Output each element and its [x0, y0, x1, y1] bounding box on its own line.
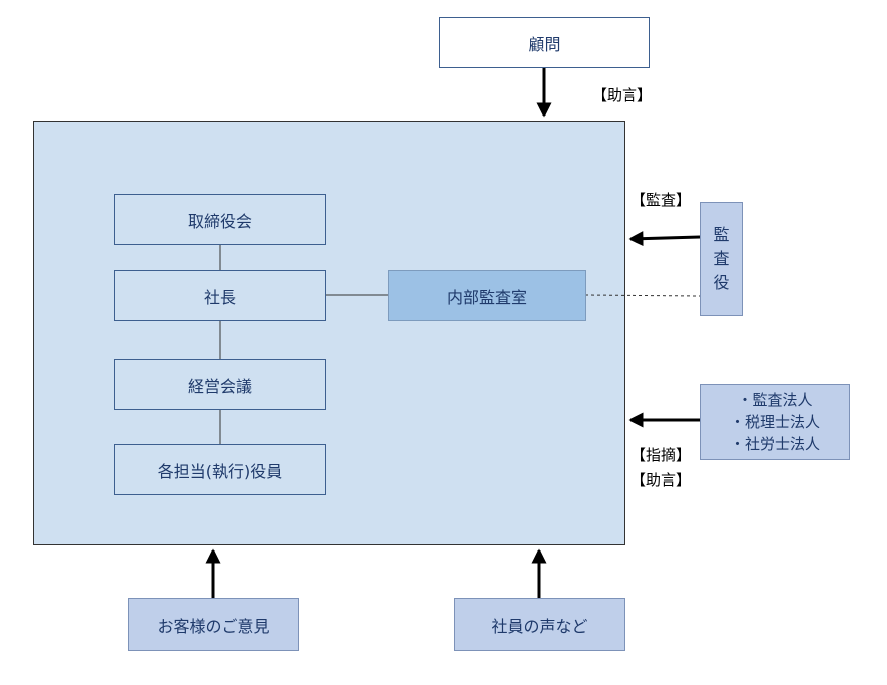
- auditor-char-3: 役: [713, 273, 730, 292]
- employee-voices-label: 社員の声など: [491, 616, 588, 636]
- internal-audit-label: 内部監査室: [446, 287, 527, 307]
- advisor-box: 顧問: [439, 17, 650, 68]
- external-item-2: ・税理士法人: [729, 413, 820, 431]
- board-box: 取締役会: [114, 194, 326, 245]
- officers-box: 各担当(執行)役員: [114, 444, 326, 495]
- employee-voices-box: 社員の声など: [454, 598, 625, 651]
- external-item-3: ・社労士法人: [729, 435, 820, 453]
- president-label: 社長: [203, 287, 236, 307]
- customer-opinions-box: お客様のご意見: [128, 598, 299, 651]
- audit-label: 【監査】: [631, 191, 692, 209]
- internal-audit-box: 内部監査室: [388, 270, 586, 321]
- arrow-auditor: [628, 231, 701, 247]
- advice-label-bottom: 【助言】: [631, 471, 692, 489]
- board-label: 取締役会: [187, 211, 252, 231]
- auditor-char-1: 監: [713, 225, 730, 244]
- customer-opinions-label: お客様のご意見: [157, 616, 270, 636]
- external-item-1: ・監査法人: [737, 391, 813, 409]
- point-out-label: 【指摘】: [631, 446, 692, 464]
- president-box: 社長: [114, 270, 326, 321]
- auditor-char-2: 査: [713, 249, 730, 268]
- advice-label-top: 【助言】: [592, 86, 653, 104]
- external-experts-box: ・監査法人 ・税理士法人 ・社労士法人: [700, 384, 850, 460]
- auditor-box: 監 査 役: [700, 202, 743, 316]
- dashed-line-internal-audit-auditor: [584, 294, 701, 297]
- management-meeting-label: 経営会議: [187, 376, 252, 396]
- officers-label: 各担当(執行)役員: [157, 461, 283, 481]
- advisor-label: 顧問: [528, 34, 561, 54]
- management-meeting-box: 経営会議: [114, 359, 326, 410]
